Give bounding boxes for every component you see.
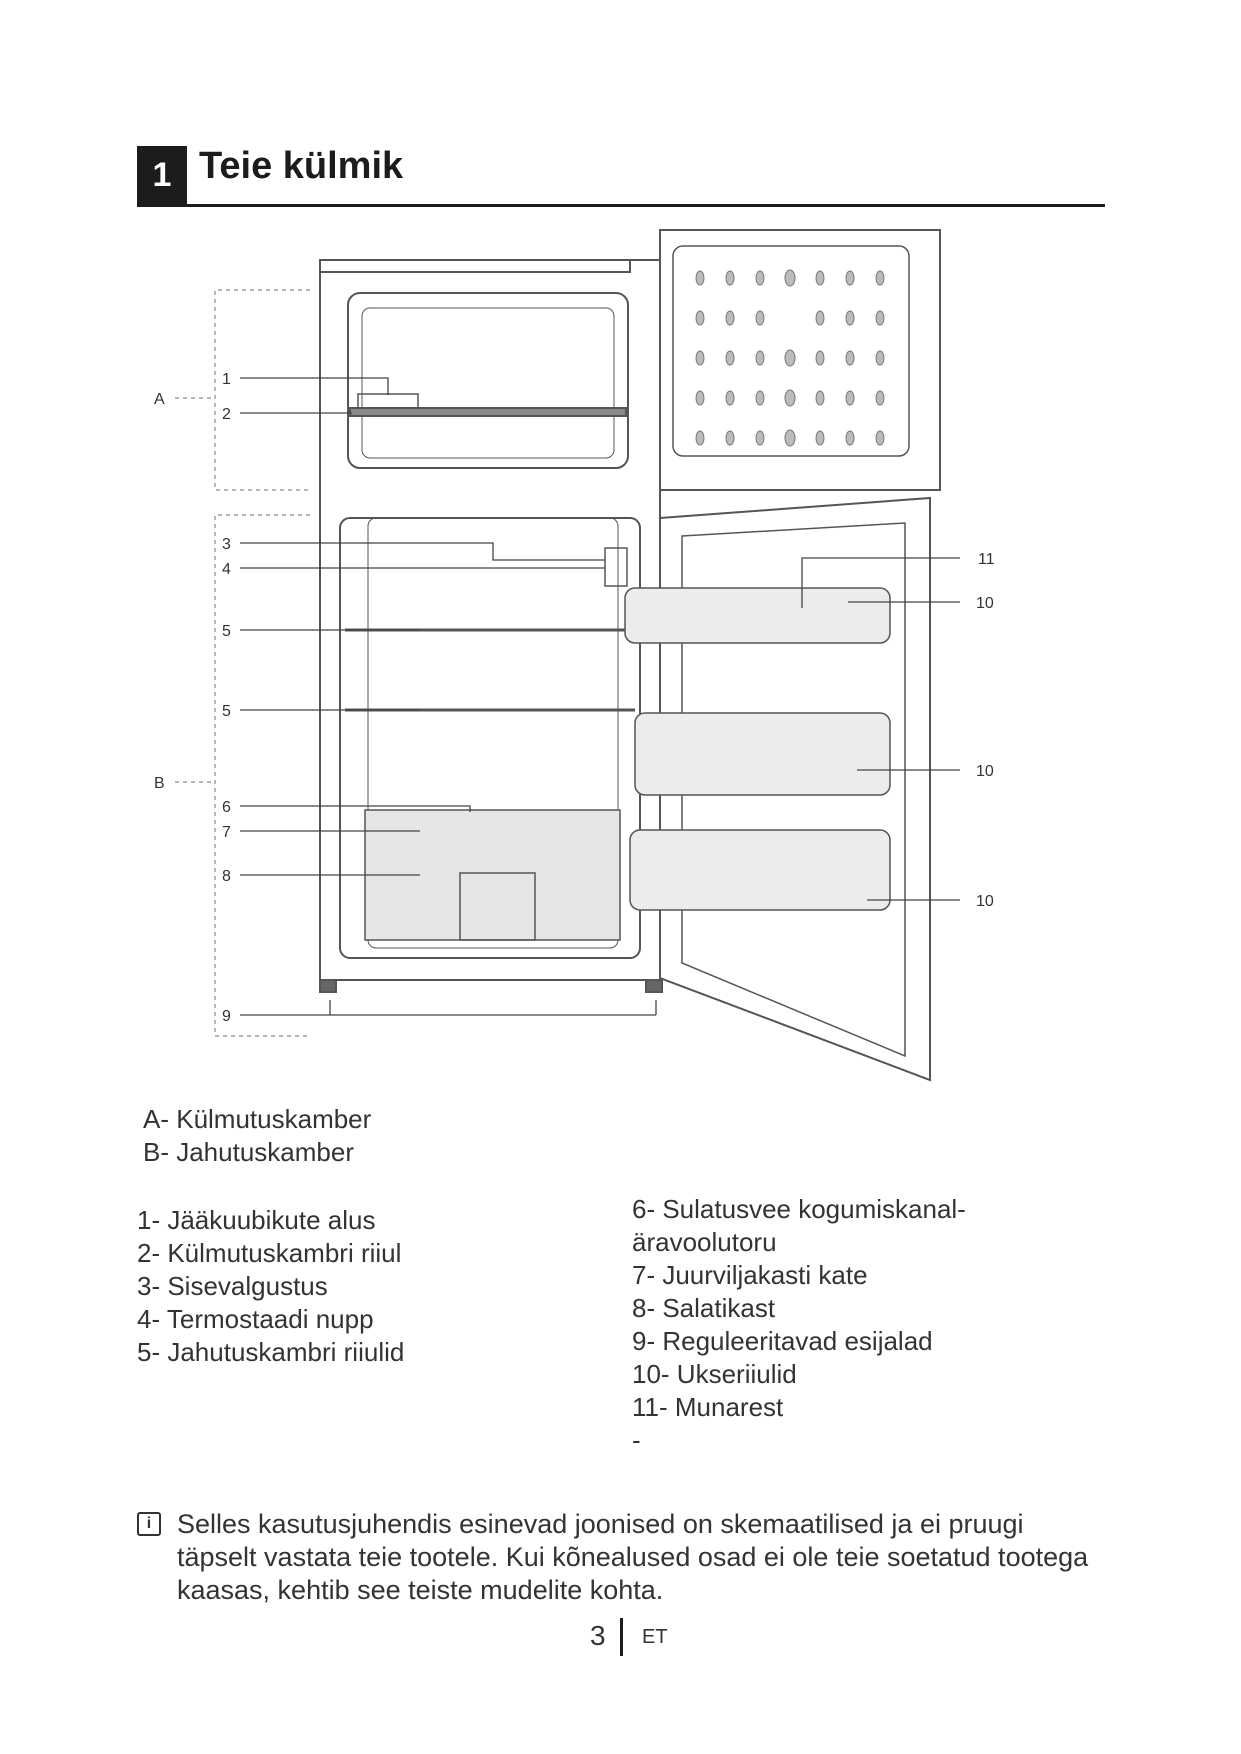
freezer-compartment [347, 292, 629, 469]
zone-label-b: B [154, 775, 165, 792]
zone-bracket-a [214, 289, 310, 491]
freezer-door-dimples [695, 269, 885, 447]
door-shelf-top [624, 587, 891, 644]
freezer-door [659, 229, 941, 491]
callout-10c: 10 [976, 893, 994, 910]
list-item: 3- Sisevalgustus [137, 1271, 328, 1301]
callout-9: 9 [222, 1008, 231, 1025]
list-item: 9- Reguleeritavad esijalad [632, 1326, 933, 1356]
fridge-inner [367, 517, 619, 949]
legend-item: A- Külmutuskamber [143, 1104, 372, 1134]
zone-label-a: A [154, 391, 165, 408]
page-footer: 3 ET [560, 1618, 760, 1658]
fridge-door-inner [681, 522, 906, 1058]
parts-list-left: 1- Jääkuubikute alus 2- Külmutuskambri r… [137, 1204, 404, 1369]
cabinet-top-panel [319, 259, 631, 273]
callout-1: 1 [222, 371, 231, 388]
footer-separator [620, 1618, 623, 1656]
info-icon: i [137, 1512, 161, 1536]
list-item: 11- Munarest [632, 1392, 784, 1422]
section-heading: 1 Teie külmik [137, 140, 1105, 207]
section-number-badge: 1 [137, 146, 187, 204]
parts-list-right: 6- Sulatusvee kogumiskanal- äravoolutoru… [632, 1193, 966, 1457]
section-title: Teie külmik [199, 145, 404, 187]
door-shelf-middle [634, 712, 891, 796]
list-item: 10- Ukseriiulid [632, 1359, 797, 1389]
list-item: 5- Jahutuskambri riiulid [137, 1337, 405, 1367]
list-item: 1- Jääkuubikute alus [137, 1205, 376, 1235]
callout-10b: 10 [976, 763, 994, 780]
fridge-door [659, 496, 931, 1082]
info-note: i Selles kasutusjuhendis esinevad joonis… [137, 1508, 1105, 1607]
callout-10a: 10 [976, 595, 994, 612]
list-item: 7- Juurviljakasti kate [632, 1260, 868, 1290]
freezer-door-inner [672, 245, 910, 457]
legend-item: B- Jahutuskamber [143, 1137, 354, 1167]
freezer-shelf [349, 407, 627, 417]
note-text: Selles kasutusjuhendis esinevad joonised… [177, 1509, 1089, 1605]
list-item: äravoolutoru [632, 1227, 777, 1257]
callout-4: 4 [222, 561, 231, 578]
ice-tray [357, 393, 419, 409]
door-shelf-bottom [629, 829, 891, 911]
language-code: ET [642, 1626, 668, 1648]
light-thermostat-housing [604, 547, 628, 587]
list-item: 6- Sulatusvee kogumiskanal- [632, 1194, 966, 1224]
list-item: 8- Salatikast [632, 1293, 776, 1323]
list-item: 4- Termostaadi nupp [137, 1304, 374, 1334]
fridge-diagram: A B 1 2 3 4 5 5 6 7 8 9 11 10 10 10 [154, 229, 995, 1082]
callout-6: 6 [222, 799, 231, 816]
callout-5b: 5 [222, 703, 231, 720]
zone-bracket-b [214, 514, 310, 1037]
freezer-inner [361, 307, 615, 459]
callout-8: 8 [222, 868, 231, 885]
list-item: 2- Külmutuskambri riiul [137, 1238, 402, 1268]
page-number: 3 [590, 1620, 606, 1651]
callout-5a: 5 [222, 623, 231, 640]
list-item: - [632, 1425, 641, 1455]
callout-2: 2 [222, 406, 231, 423]
front-foot-left [319, 979, 337, 993]
front-foot-right [645, 979, 663, 993]
callout-3: 3 [222, 536, 231, 553]
callout-7: 7 [222, 824, 231, 841]
compartment-legend: A- Külmutuskamber B- Jahutuskamber [143, 1103, 371, 1169]
callout-11: 11 [978, 551, 995, 568]
crisper-handle [459, 872, 536, 941]
